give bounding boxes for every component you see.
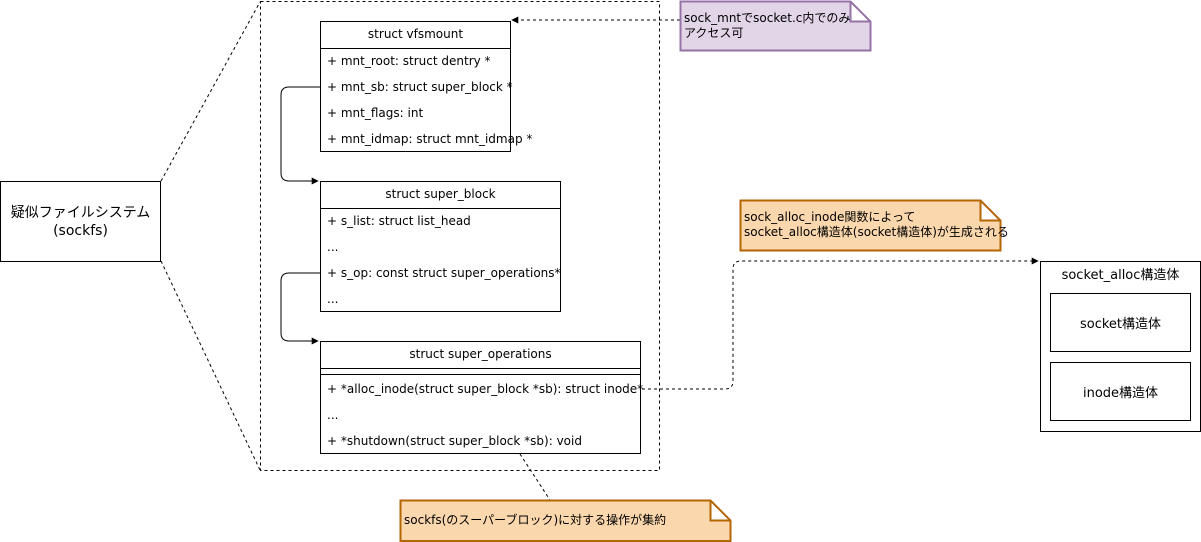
sock-mnt-note-shape [679, 0, 872, 52]
alloc-inode-note-line: sock_alloc_inode関数によって [744, 210, 916, 224]
super-operations-divider [321, 374, 640, 375]
inode-struct-label: inode構造体 [1082, 386, 1159, 401]
inode-struct-box: inode構造体 [1050, 362, 1191, 421]
super-operations-class: struct super_operations + *alloc_inode(s… [320, 341, 644, 454]
socket-struct-label: socket構造体 [1079, 317, 1162, 332]
alloc-inode-note-line: socket_alloc構造体(socket構造体)が生成される [744, 225, 1009, 239]
super-block-field: + s_list: struct list_head [327, 214, 471, 228]
zoom-line-top [160, 1, 261, 182]
sockfs-ops-note-shape [399, 499, 732, 542]
super-block-field: ... [327, 292, 339, 306]
sock-mnt-note: sock_mntでsocket.c内でのみ アクセス可 [682, 3, 870, 51]
alloc-inode-note: sock_alloc_inode関数によって socket_alloc構造体(s… [742, 202, 1009, 250]
vfsmount-field: + mnt_idmap: struct mnt_idmap * [327, 132, 533, 146]
super-block-field: + s_op: const struct super_operations* [327, 266, 561, 280]
sockfs-detail-container [260, 1, 660, 471]
sockfs-ops-note: sockfs(のスーパーブロック)に対する操作が集約 [402, 502, 730, 540]
super-operations-title: struct super_operations [321, 342, 640, 369]
super-block-class: struct super_block + s_list: struct list… [320, 181, 561, 312]
alloc-inode-note-shape [739, 199, 1002, 252]
vfsmount-title: struct vfsmount [321, 22, 510, 49]
super-block-title: struct super_block [321, 182, 560, 209]
vfsmount-field: + mnt_root: struct dentry * [327, 54, 491, 68]
super-operations-method: ... [327, 408, 339, 422]
socket-alloc-container: socket_alloc構造体 socket構造体 inode構造体 [1040, 261, 1201, 432]
socket-struct-box: socket構造体 [1050, 293, 1191, 352]
sock-mnt-note-line: sock_mntでsocket.c内でのみ [684, 11, 851, 25]
sockfs-ops-note-link [519, 453, 551, 501]
mnt-sb-to-super-block-edge [280, 86, 320, 185]
vfsmount-field: + mnt_flags: int [327, 106, 424, 120]
alloc-inode-to-socket-alloc-edge [612, 257, 1039, 390]
zoom-line-bottom [160, 260, 261, 471]
socket-alloc-title: socket_alloc構造体 [1061, 268, 1180, 283]
pseudo-filesystem-label: 疑似ファイルシステム [10, 204, 151, 221]
super-operations-method: + *alloc_inode(struct super_block *sb): … [327, 382, 644, 396]
vfsmount-field: + mnt_sb: struct super_block * [327, 80, 513, 94]
sock-mnt-note-line: アクセス可 [684, 26, 744, 40]
sockfs-ops-note-line: sockfs(のスーパーブロック)に対する操作が集約 [404, 513, 667, 527]
super-block-field: ... [327, 240, 339, 254]
vfsmount-class: struct vfsmount + mnt_root: struct dentr… [320, 21, 532, 152]
s-op-to-super-operations-edge [280, 272, 320, 345]
pseudo-filesystem-sublabel: (sockfs) [53, 222, 108, 239]
pseudo-filesystem-box: 疑似ファイルシステム (sockfs) [0, 181, 161, 262]
super-operations-method: + *shutdown(struct super_block *sb): voi… [327, 434, 582, 448]
